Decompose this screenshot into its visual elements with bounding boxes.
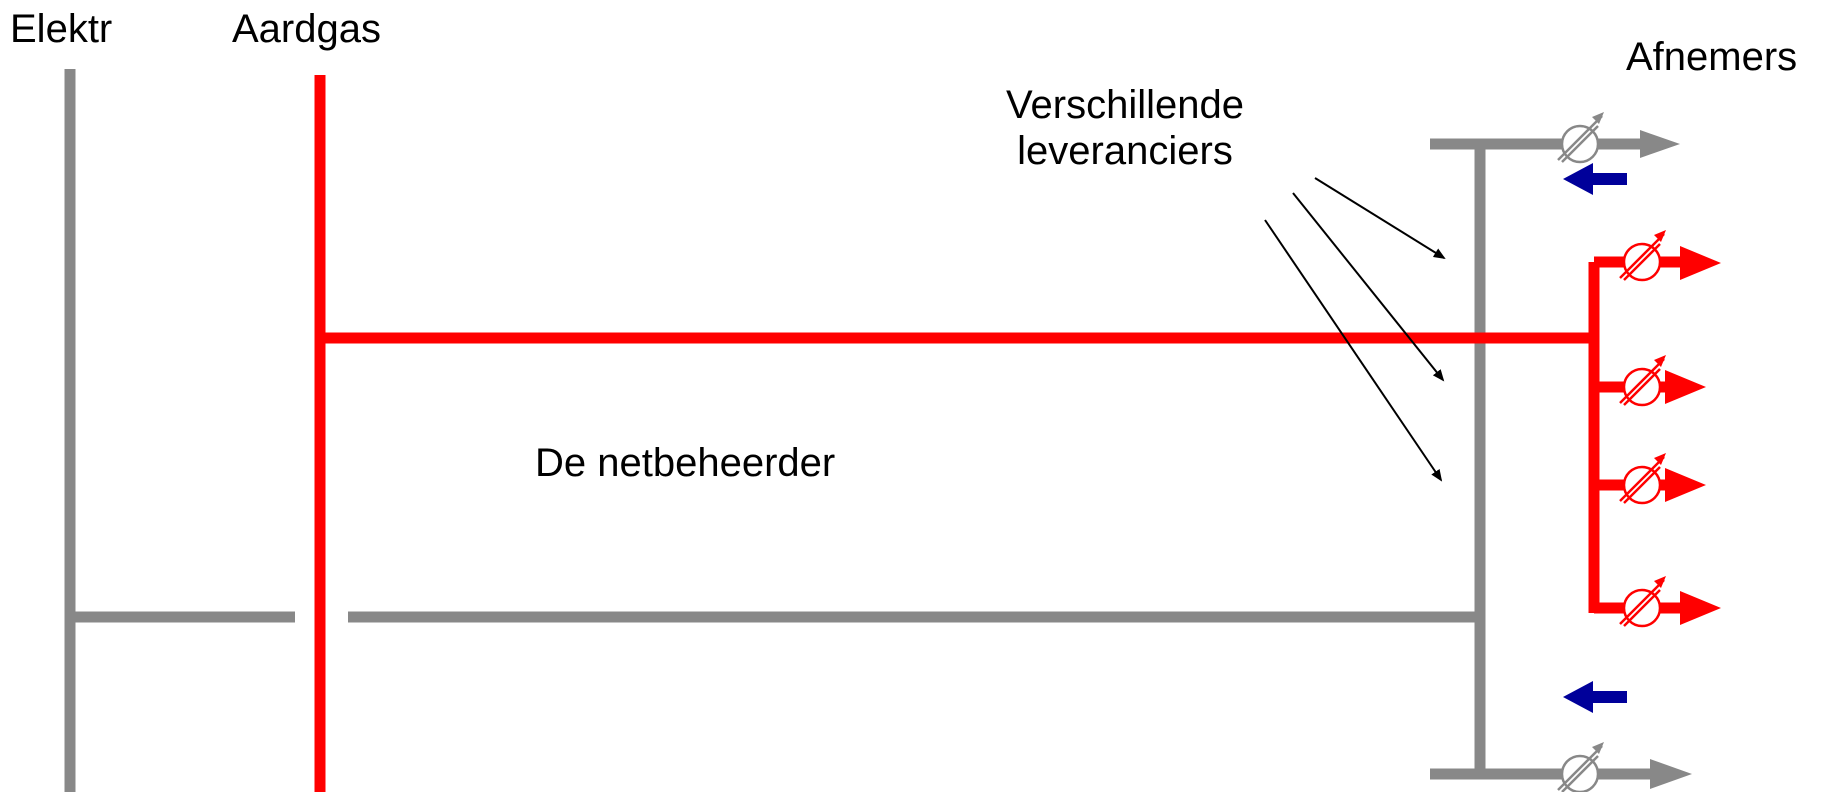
gas-network bbox=[314, 75, 1685, 792]
meter-icon bbox=[1557, 742, 1604, 792]
return-arrows bbox=[1563, 163, 1627, 713]
suppliers-label-line1: Verschillende bbox=[1006, 83, 1244, 127]
meter-icon bbox=[1619, 453, 1666, 505]
arrow-left-icon bbox=[1563, 163, 1627, 195]
meter-icon bbox=[1619, 355, 1666, 407]
suppliers-label-line2: leveranciers bbox=[1017, 129, 1233, 173]
arrow-right-icon bbox=[1650, 759, 1692, 789]
electricity-distribution-bus bbox=[1430, 138, 1486, 780]
arrow-right-icon bbox=[1680, 591, 1721, 625]
supplier-arrow-2 bbox=[1292, 192, 1445, 382]
supplier-annotation-arrows bbox=[1264, 177, 1446, 482]
meter-icon bbox=[1557, 112, 1604, 164]
arrow-right-icon bbox=[1665, 370, 1706, 404]
consumer-meters bbox=[1557, 112, 1666, 792]
electricity-network bbox=[64, 69, 1650, 792]
supplier-arrow-3 bbox=[1264, 219, 1443, 482]
suppliers-label: Verschillende leveranciers bbox=[960, 82, 1290, 174]
electricity-label: Elektr bbox=[10, 7, 113, 51]
arrow-right-icon bbox=[1680, 246, 1721, 280]
grid-operator-label: De netbeheerder bbox=[535, 441, 836, 485]
arrow-right-icon bbox=[1665, 468, 1706, 502]
meter-icon bbox=[1619, 230, 1666, 282]
supplier-arrow-1 bbox=[1314, 177, 1446, 260]
gas-label: Aardgas bbox=[232, 7, 381, 51]
flow-arrows bbox=[1640, 130, 1721, 789]
meter-icon bbox=[1619, 576, 1666, 628]
arrow-left-icon bbox=[1563, 681, 1627, 713]
arrow-right-icon bbox=[1640, 130, 1680, 158]
consumers-label: Afnemers bbox=[1626, 35, 1798, 79]
